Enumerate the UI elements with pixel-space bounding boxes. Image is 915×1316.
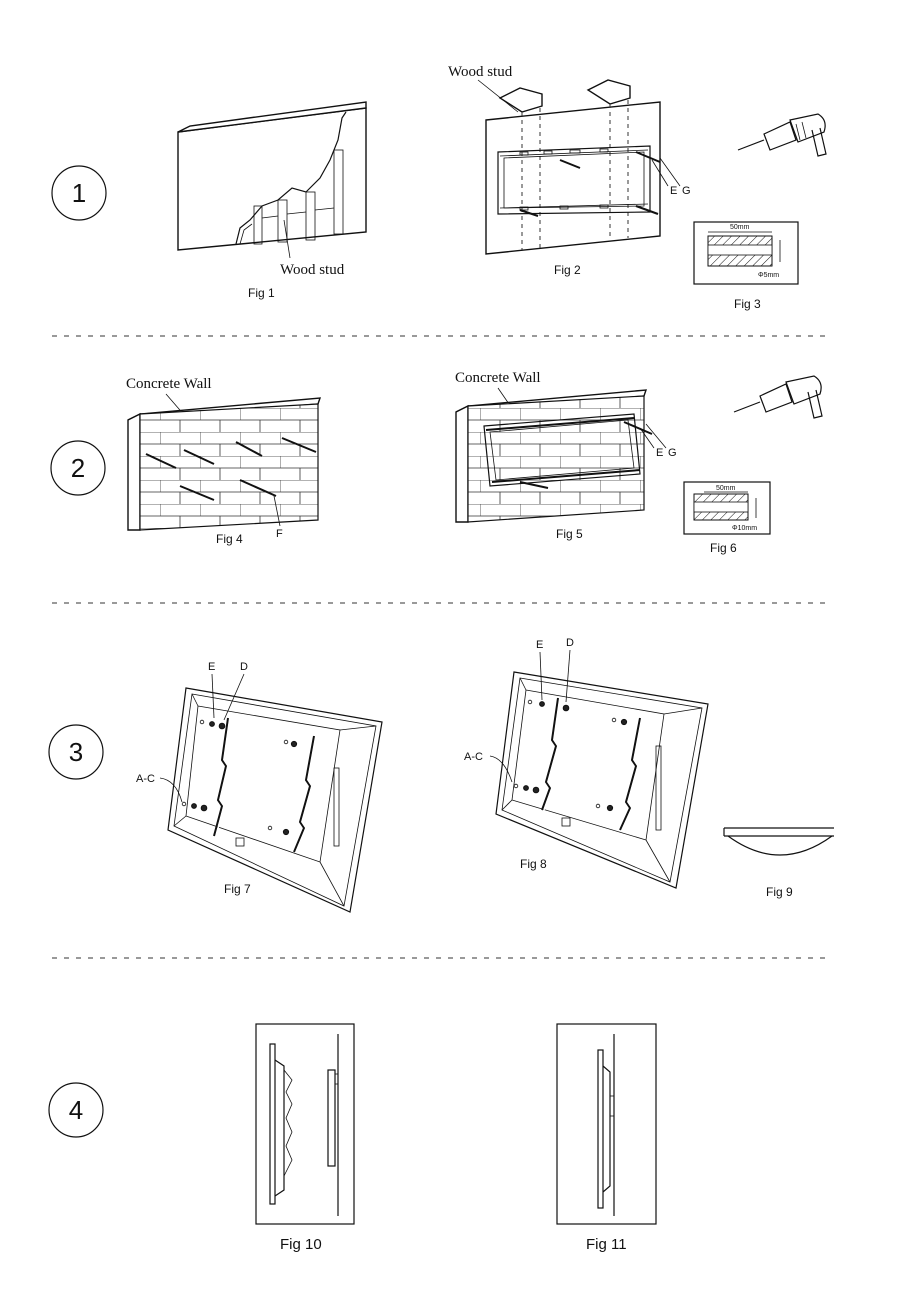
fig6-caption: Fig 6 <box>710 541 737 555</box>
step-3-marker: 3 <box>49 725 103 779</box>
step-2-marker: 2 <box>51 441 105 495</box>
fig9-caption: Fig 9 <box>766 885 793 899</box>
fig9-spacer-profile: Fig 9 <box>724 828 834 899</box>
step-4-marker: 4 <box>49 1083 103 1137</box>
fig6-drill-icon <box>734 376 822 418</box>
fig7-mounting-arms <box>214 718 316 852</box>
fig2-bracket-on-studs: Wood stud <box>448 64 691 277</box>
fig7-tv-back: E D A-C Fig 7 <box>136 661 382 912</box>
fig10-side-view-separated: Fig 10 <box>256 1024 354 1253</box>
fig5-caption: Fig 5 <box>556 527 583 541</box>
fig3-hole-section: 50mm Φ5mm Fig 3 <box>694 222 798 311</box>
fig8-label-d: D <box>566 637 574 649</box>
fig7-label-d: D <box>240 661 248 673</box>
fig6-dim-10mm: Φ10mm <box>732 525 757 532</box>
fig8-label-e: E <box>536 639 543 651</box>
step-1-number: 1 <box>72 178 86 208</box>
step-1-marker: 1 <box>52 166 106 220</box>
fig4-concrete-wall: Concrete Wall F Fig 4 <box>126 376 320 546</box>
fig8-screws <box>514 700 626 810</box>
step-1-row: 1 Wood stud Fig 1 Wood s <box>52 64 826 311</box>
fig5-concrete-wall-label: Concrete Wall <box>455 370 541 386</box>
fig2-label-e: E <box>670 185 677 197</box>
step-4-number: 4 <box>69 1095 83 1125</box>
fig7-label-ac: A-C <box>136 773 155 785</box>
fig1-wood-stud-label: Wood stud <box>280 262 345 278</box>
fig6-dim-50mm: 50mm <box>716 485 736 492</box>
fig4-caption: Fig 4 <box>216 532 243 546</box>
fig3-caption: Fig 3 <box>734 297 761 311</box>
fig5-label-g: G <box>668 447 677 459</box>
fig1-drywall: Wood stud Fig 1 <box>178 102 366 300</box>
step-3-row: 3 <box>49 637 834 912</box>
fig11-side-view-mounted: Fig 11 <box>557 1024 656 1253</box>
fig7-screws <box>182 720 296 834</box>
fig11-caption: Fig 11 <box>586 1236 627 1253</box>
fig7-label-e: E <box>208 661 215 673</box>
fig5-label-e: E <box>656 447 663 459</box>
fig6-hole-section: 50mm Φ10mm Fig 6 <box>684 482 770 555</box>
step-4-row: 4 Fig 10 Fig 11 <box>49 1024 656 1253</box>
fig2-label-g: G <box>682 185 691 197</box>
fig2-wood-stud-label: Wood stud <box>448 64 513 80</box>
step-3-number: 3 <box>69 737 83 767</box>
step-2-number: 2 <box>71 453 85 483</box>
fig8-mounting-arms <box>542 698 642 830</box>
fig2-caption: Fig 2 <box>554 263 581 277</box>
fig4-concrete-wall-label: Concrete Wall <box>126 376 212 392</box>
fig8-caption: Fig 8 <box>520 857 547 871</box>
fig8-label-ac: A-C <box>464 751 483 763</box>
fig1-caption: Fig 1 <box>248 286 275 300</box>
fig3-drill-icon <box>738 114 826 156</box>
fig3-dim-50mm: 50mm <box>730 224 750 231</box>
fig10-caption: Fig 10 <box>280 1236 322 1253</box>
fig5-bracket-on-concrete: Concrete Wall E G Fig 5 <box>455 370 677 541</box>
fig4-label-f: F <box>276 528 283 540</box>
step-2-row: 2 Concrete Wall F Fig 4 Concrete Wall <box>51 370 822 555</box>
fig7-caption: Fig 7 <box>224 882 251 896</box>
fig3-dim-5mm: Φ5mm <box>758 272 779 279</box>
fig8-tv-back: E D A-C Fig 8 <box>464 637 708 888</box>
